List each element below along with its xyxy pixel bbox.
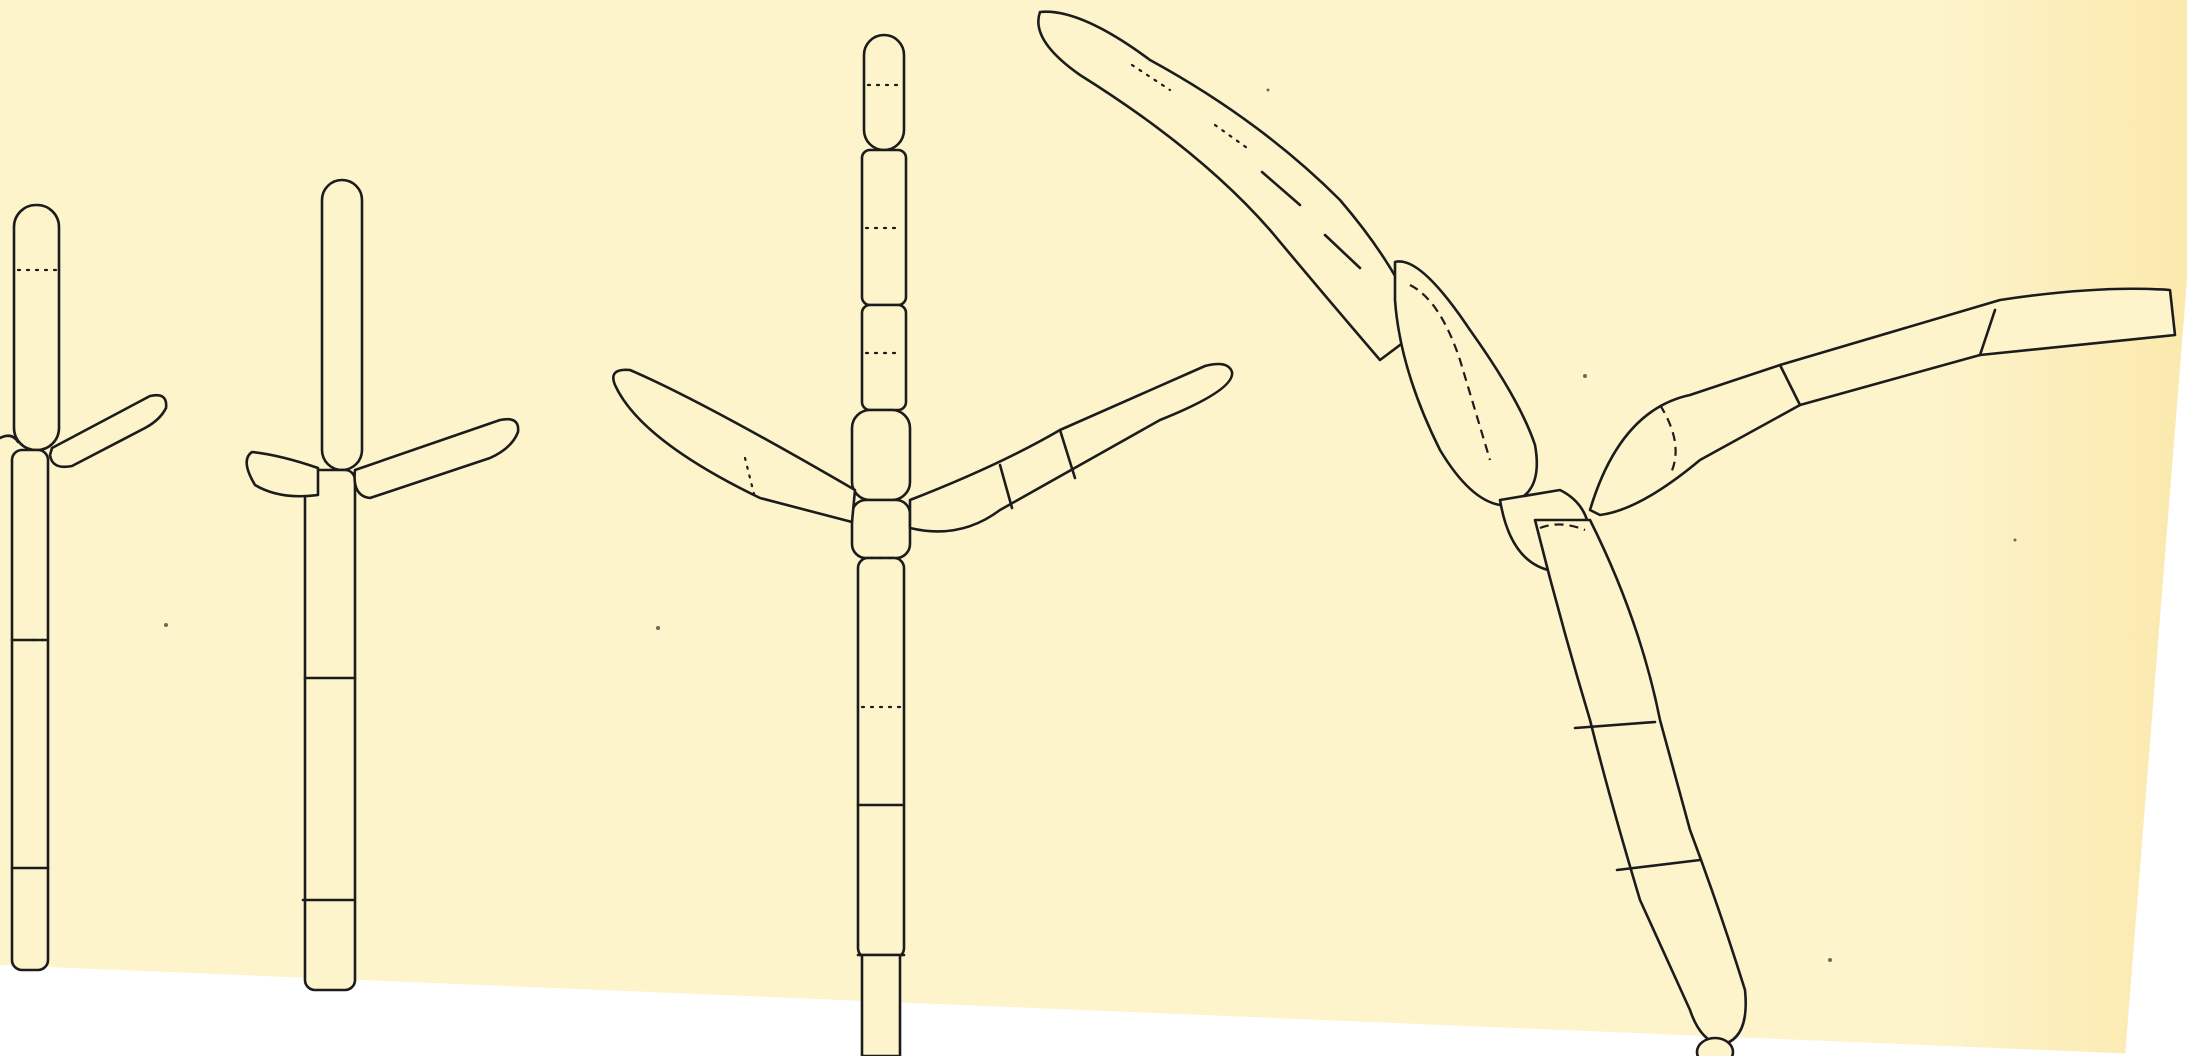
filament-1-apex: [14, 205, 59, 450]
speck: [656, 626, 660, 630]
filament-2-apex: [322, 180, 362, 470]
filament-3-node: [852, 500, 910, 558]
filament-3-stem: [858, 558, 904, 958]
filament-2-stem: [305, 470, 355, 990]
filament-3-cell-3: [862, 305, 906, 410]
filament-3-apex: [864, 35, 904, 150]
speck: [1267, 89, 1270, 92]
filament-3-cell-4: [852, 410, 910, 500]
filament-4-terminal-cell: [1697, 1038, 1733, 1056]
speck: [1828, 958, 1832, 962]
filament-3-base: [862, 955, 900, 1056]
speck: [1583, 374, 1587, 378]
filament-1-stem: [12, 450, 48, 970]
speck: [2014, 539, 2017, 542]
speck: [164, 623, 168, 627]
